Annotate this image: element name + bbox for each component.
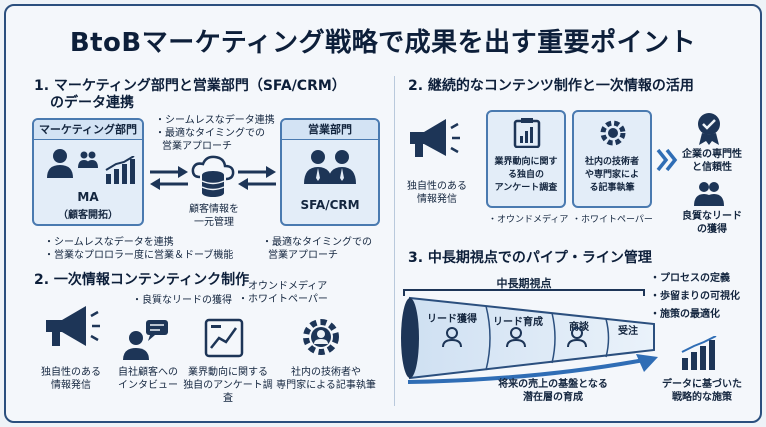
- sales-department-box: 営業部門 SFA/CRM: [280, 118, 380, 226]
- megaphone-icon: [46, 306, 100, 346]
- bottom-label-2: 潜在層の育成: [523, 392, 583, 403]
- growth-arrow: [407, 354, 658, 384]
- gear-expert-icon: [303, 319, 339, 355]
- s3-result-1: データに基づいた: [662, 379, 742, 390]
- bottom-label-1: 将来の売上の基盤となる: [498, 379, 608, 390]
- s2r-left-label-2: 情報発信: [417, 194, 457, 205]
- sfa-crm-label: SFA/CRM: [300, 198, 360, 212]
- result2-line2: の獲得: [697, 224, 727, 235]
- s3-bullet-2: ・歩留まりの可視化: [650, 291, 740, 302]
- section1-title-line2: のデータ連携: [50, 95, 134, 111]
- marketing-box-header: マーケティング部門: [34, 120, 142, 140]
- s1-bottom-right-1: ・最適なタイミングでの: [262, 237, 372, 248]
- clipboard-chart-icon: [513, 118, 541, 148]
- stage-person-icons: [442, 327, 587, 348]
- column-divider: [394, 76, 395, 406]
- section3-title: 3. 中長期視点でのパイプ・ライン管理: [408, 250, 652, 266]
- growth-chart-icon: [681, 336, 717, 370]
- group-icon: [78, 151, 98, 168]
- pipeline-funnel: [401, 296, 655, 380]
- center-label-1: 顧客情報を: [189, 204, 239, 215]
- sales-box-header: 営業部門: [282, 120, 378, 140]
- survey-card-line1: 業界動向に関す: [494, 157, 558, 167]
- s2l-bullet-3: ・ホワイトペーパー: [238, 294, 328, 305]
- result1-line1: 企業の専門性: [682, 149, 742, 160]
- timeline-bracket: [403, 289, 645, 296]
- s1-bottom-left-2: ・営業なプロロラー度に営業＆ドーブ機能: [44, 250, 234, 261]
- stage-lead-acquisition: リード獲得: [427, 314, 477, 325]
- center-label-2: 一元管理: [194, 217, 234, 228]
- gear-icon: [600, 120, 626, 146]
- s2l-bullet-1: ・良質なリードの獲得: [132, 295, 232, 306]
- section2-left-title: 2. 一次情報コンテンティンク制作: [34, 272, 250, 288]
- article-card-line3: る記事執筆: [589, 183, 635, 193]
- stage-lead-nurturing: リード育成: [493, 317, 543, 328]
- article-card: 社内の技術者 や専門家によ る記事執筆: [572, 110, 652, 208]
- s1-bottom-right-2: 営業アプローチ: [268, 250, 338, 261]
- s2l-item4-line1: 社内の技術者や: [291, 367, 361, 378]
- exchange-arrows-right: [238, 166, 276, 190]
- ma-sublabel: （顧客開拓）: [58, 210, 118, 221]
- section1-title-line1: 1. マーケティング部門と営業部門（SFA/CRM）: [34, 78, 346, 94]
- s2l-item3-line2: 独自のアンケート調査: [183, 380, 273, 404]
- survey-chart-icon: [204, 318, 244, 358]
- page-title: BtoBマーケティング戦略で成果を出す重要ポイント: [69, 28, 697, 58]
- survey-card: 業界動向に関す る独自の アンケート調査: [486, 110, 566, 208]
- ma-label: MA: [77, 190, 99, 204]
- leads-group-icon: [694, 182, 724, 206]
- result1-line2: と信頼性: [692, 162, 732, 173]
- bar-chart-icon: [105, 156, 135, 184]
- s2r-footer-1: ・オウンドメディア: [488, 215, 569, 225]
- s2l-item1-line1: 独自性のある: [41, 367, 101, 378]
- s1-bullet-2: ・最適なタイミングでの: [155, 128, 265, 139]
- interview-icon: [123, 320, 168, 360]
- s2l-item2-line2: インタビュー: [118, 380, 178, 391]
- result2-line1: 良質なリード: [682, 211, 742, 222]
- survey-card-line2: る独自の: [507, 170, 544, 180]
- chevron-right-icon: [656, 148, 678, 172]
- stage-closed: 受注: [618, 326, 638, 337]
- mid-long-term-label: 中長期視点: [496, 277, 552, 290]
- sales-team-icon: [304, 150, 356, 184]
- exchange-arrows-left: [150, 166, 188, 190]
- s2r-left-label-1: 独自性のある: [407, 181, 467, 192]
- s1-bottom-left-1: ・シームレスなデータを連携: [44, 237, 174, 248]
- s2l-bullet-2: ・オウンドメディア: [238, 281, 328, 292]
- section2-right-title: 2. 継続的なコンテンツ制作と一次情報の活用: [408, 78, 694, 94]
- s2l-item4-line2: 専門家による記事執筆: [276, 380, 376, 391]
- article-card-line2: や専門家によ: [584, 170, 639, 180]
- award-badge-icon: [698, 113, 720, 145]
- s3-bullet-3: ・施策の最適化: [650, 309, 720, 320]
- marketing-department-box: マーケティング部門 MA （顧客開拓）: [32, 118, 144, 226]
- article-card-line1: 社内の技術者: [584, 157, 639, 167]
- survey-card-line3: アンケート調査: [494, 183, 558, 193]
- s2r-footer-2: ・ホワイトペーパー: [572, 215, 653, 225]
- person-icon: [47, 149, 73, 178]
- s3-bullet-1: ・プロセスの定義: [650, 273, 730, 284]
- s2l-item2-line1: 自社顧客への: [118, 367, 178, 378]
- s2l-item3-line1: 業界動向に関する: [188, 367, 268, 378]
- s2l-item1-line2: 情報発信: [51, 380, 91, 391]
- cloud-database-icon: [191, 155, 235, 197]
- s1-bullet-3: 営業アプローチ: [162, 141, 232, 152]
- s1-bullet-1: ・シームレスなデータ連携: [155, 115, 275, 126]
- megaphone-icon-2: [410, 119, 460, 157]
- s3-result-2: 戦略的な施策: [672, 392, 732, 403]
